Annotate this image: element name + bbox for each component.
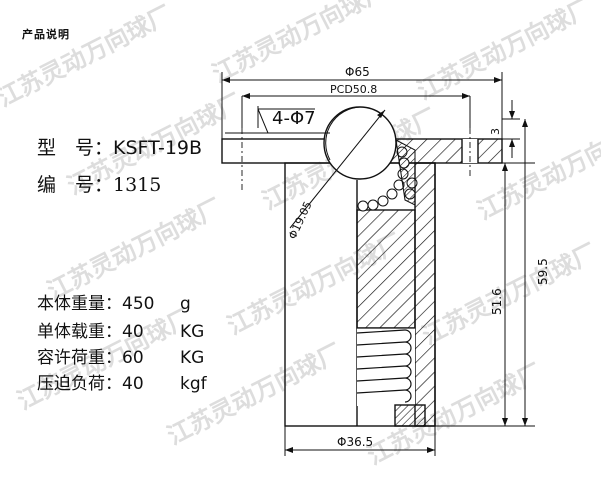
- spring: [356, 327, 415, 406]
- main-ball: [323, 106, 397, 180]
- spec-code-value: 1315: [113, 174, 162, 196]
- bottom-plug: [394, 404, 426, 427]
- spec-weight-unit: g: [180, 294, 191, 314]
- spec-code: 编 号：1315: [37, 170, 161, 197]
- drawing-outline: [221, 72, 535, 456]
- spec-single-load-unit: KG: [180, 322, 205, 342]
- spec-allow-load: 容许荷重：60 KG: [37, 343, 204, 368]
- dim-flange-thickness: 3: [489, 128, 502, 135]
- spec-model-value: KSFT-19B: [113, 137, 203, 159]
- spec-press-load-value: 40: [122, 374, 144, 394]
- spec-weight-label: 本体重量：: [37, 294, 122, 314]
- spec-single-load-value: 40: [122, 322, 144, 342]
- spec-code-label: 编 号：: [37, 174, 114, 196]
- page-header: 产品说明: [22, 28, 70, 41]
- dim-holes: 4-Φ7: [272, 108, 316, 129]
- spec-press-load: 压迫负荷：40 kgf: [37, 369, 207, 394]
- dim-ball-diameter: Φ19.05: [286, 199, 315, 241]
- spec-model-label: 型 号：: [37, 137, 114, 159]
- dim-flange-diameter: Φ65: [345, 65, 370, 79]
- body-wall: [414, 162, 436, 427]
- spec-single-load-label: 单体载重：: [37, 322, 122, 342]
- spec-allow-load-value: 60: [122, 348, 144, 368]
- dim-pcd: PCD50.8: [330, 83, 377, 96]
- dim-total-height: 59.5: [536, 258, 550, 285]
- spec-weight-value: 450: [122, 294, 155, 314]
- dim-body-diameter: Φ36.5: [337, 435, 373, 449]
- spec-press-load-label: 压迫负荷：: [37, 374, 122, 394]
- inner-section: [356, 209, 416, 329]
- dim-body-height: 51.6: [490, 288, 504, 315]
- spec-single-load: 单体载重：40 KG: [37, 317, 204, 342]
- spec-weight: 本体重量：450 g: [37, 289, 191, 314]
- spec-press-load-unit: kgf: [180, 374, 207, 394]
- spec-model: 型 号：KSFT-19B: [37, 133, 202, 160]
- spec-allow-load-label: 容许荷重：: [37, 348, 122, 368]
- spec-allow-load-unit: KG: [180, 348, 205, 368]
